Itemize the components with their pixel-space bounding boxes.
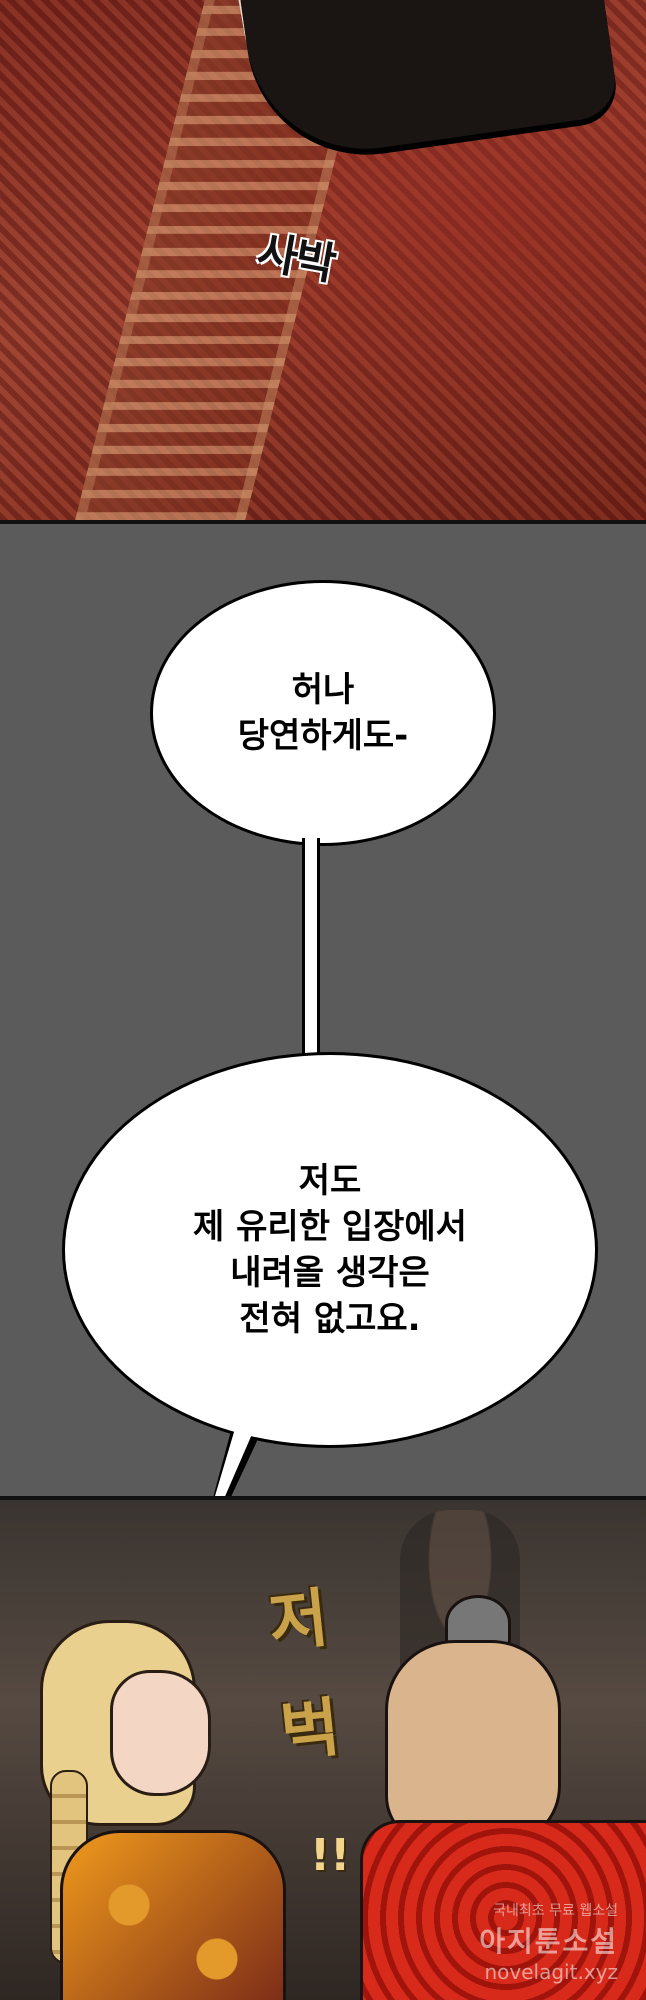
bubble-2-line: 내려올 생각은 bbox=[230, 1253, 430, 1293]
bubble-2-line: 제 유리한 입장에서 bbox=[193, 1207, 467, 1247]
carpet-panel: 사박 bbox=[0, 0, 646, 520]
panel-divider bbox=[0, 520, 646, 524]
watermark-brand: 아지툰소설 bbox=[479, 1925, 618, 1958]
footstep-sfx: 사박 bbox=[253, 226, 339, 291]
exclamation-sfx: !! bbox=[310, 1830, 351, 1881]
orange-robe bbox=[60, 1830, 286, 2000]
speech-bubble-1: 허나 당연하게도- bbox=[150, 580, 496, 846]
bubble-2-line: 전혀 없고요. bbox=[239, 1299, 421, 1339]
watermark-url: novelagit.xyz bbox=[484, 1960, 619, 1984]
bubble-2-line: 저도 bbox=[298, 1161, 362, 1201]
speech-bubble-2: 저도 제 유리한 입장에서 내려올 생각은 전혀 없고요. bbox=[62, 1052, 598, 1448]
blonde-woman-face bbox=[110, 1670, 211, 1796]
old-man-head bbox=[385, 1640, 561, 1846]
bubble-connector bbox=[302, 838, 320, 1058]
red-robe bbox=[360, 1820, 646, 2000]
watermark-tagline: 국내최초 무료 웹소설 bbox=[493, 1903, 618, 1919]
bubble-1-line: 당연하게도- bbox=[237, 716, 409, 756]
watermark: 국내최초 무료 웹소설 아지툰소설 novelagit.xyz bbox=[479, 1900, 618, 1984]
characters-panel: 국내최초 무료 웹소설 아지툰소설 novelagit.xyz bbox=[0, 1496, 646, 2000]
bubble-1-line: 허나 bbox=[291, 670, 355, 710]
